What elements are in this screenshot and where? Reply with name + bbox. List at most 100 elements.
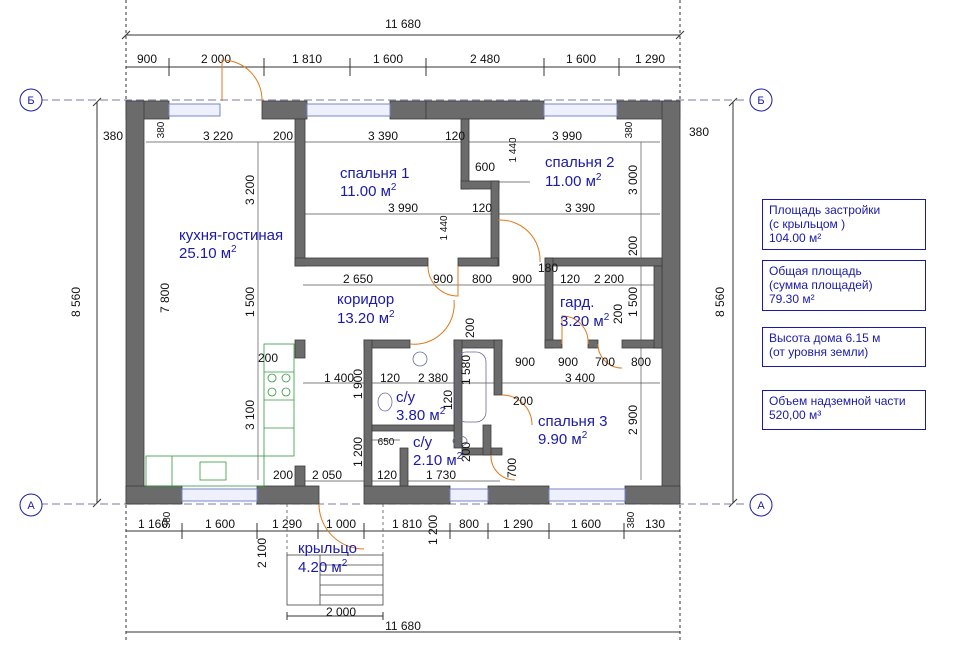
axis-marker-a-right	[749, 493, 773, 517]
dim-label: 3 390	[565, 201, 595, 215]
dim-label: 1 900	[351, 369, 365, 399]
dim-label: 900	[137, 52, 157, 66]
dim-label: 200	[273, 468, 293, 482]
dim-label: 1 400	[324, 371, 354, 385]
axis-label-b: Б	[757, 95, 764, 107]
dim-label: 2 380	[418, 371, 448, 385]
room-labels: кухня-гостиная 25.10 м2 спальня 1 11.00 …	[179, 154, 614, 576]
dim-label: 2 200	[594, 272, 624, 286]
dim-wall-right: 380	[689, 125, 709, 139]
dim-label: 1 500	[626, 287, 640, 317]
dim-label: 1 580	[459, 355, 473, 385]
door-wardrobe	[561, 315, 589, 345]
dim-label: 650	[378, 437, 395, 448]
dim-label: 2 050	[312, 468, 342, 482]
room-name-corridor: коридор	[337, 291, 394, 308]
dim-label: 3 990	[388, 201, 418, 215]
door-main	[318, 503, 365, 550]
dim-label: 2 000	[326, 605, 356, 619]
dim-label: 120	[472, 201, 492, 215]
room-area-bedroom1: 11.00 м2	[340, 182, 397, 200]
dim-label: 3 200	[243, 175, 257, 205]
axis-label-a: А	[757, 500, 765, 512]
window	[306, 103, 391, 117]
door-entry-top	[221, 59, 263, 102]
dim-top-total: 11 680	[385, 17, 421, 31]
bottom-segment-labels: 1 160 380 1 600 1 290 1 000 1 810 1 200 …	[138, 511, 665, 545]
info-total-area: Общая площадь (сумма площадей) 79.30 м²	[762, 260, 926, 311]
door-bedroom1	[427, 265, 459, 297]
dim-label: 1 440	[439, 215, 450, 240]
walls	[125, 100, 681, 505]
dim-label: 380	[624, 121, 635, 138]
sink	[452, 435, 468, 447]
room-area-bedroom2: 11.00 м2	[545, 172, 602, 190]
top-segment-labels: 900 2 000 1 810 1 600 2 480 1 600 1 290	[137, 52, 665, 66]
dim-label: 200	[513, 394, 533, 408]
dim-label: 130	[645, 517, 665, 531]
room-area-corridor: 13.20 м2	[337, 309, 395, 327]
interior-dimension-lines	[146, 141, 660, 482]
info-volume: Объем надземной части 520,00 м³	[762, 390, 926, 430]
room-name-bedroom1: спальня 1	[340, 165, 409, 182]
dim-label: 180	[538, 261, 558, 275]
window	[168, 103, 221, 117]
dim-label: 1 440	[508, 137, 519, 162]
dim-label: 380	[156, 121, 167, 138]
dim-label: 3 220	[203, 129, 233, 143]
dim-label: 700	[505, 458, 519, 478]
dim-label: 1 600	[373, 52, 403, 66]
dim-label: 200	[611, 304, 625, 324]
dim-label: 1 000	[326, 517, 356, 531]
side-dimensions	[92, 97, 738, 508]
porch	[286, 504, 384, 606]
dim-label: 1 600	[566, 52, 596, 66]
info-building-area: Площадь застройки (с крыльцом ) 104.00 м…	[762, 199, 926, 250]
dim-label: 120	[560, 272, 580, 286]
dim-label: 3 100	[243, 400, 257, 430]
axis-markers	[19, 88, 773, 517]
dim-label: 2 650	[343, 272, 373, 286]
dim-label: 900	[558, 355, 578, 369]
top-dimensions	[121, 0, 685, 100]
dim-label: 1 810	[292, 52, 322, 66]
room-name-bedroom2: спальня 2	[545, 154, 614, 171]
dim-label: 900	[512, 272, 532, 286]
axis-marker-a-left	[19, 493, 43, 517]
info-house-height: Высота дома 6.15 м (от уровня земли)	[762, 327, 926, 367]
door-bed3-a	[597, 343, 623, 369]
dim-label: 900	[515, 355, 535, 369]
dim-label: 1 290	[635, 52, 665, 66]
dim-label: 200	[626, 236, 640, 256]
doors	[221, 59, 623, 550]
room-name-porch: крыльцо	[298, 540, 357, 557]
room-name-wardrobe: гард.	[560, 294, 594, 311]
dim-label: 900	[433, 272, 453, 286]
door-bedroom2	[497, 219, 541, 263]
dim-bottom-total: 11 680	[385, 619, 421, 633]
dim-right-total: 8 560	[713, 287, 727, 317]
room-name-wc2: с/у	[413, 434, 433, 451]
dim-label: 1 200	[426, 515, 440, 545]
dim-label: 120	[380, 371, 400, 385]
dim-label: 120	[445, 129, 465, 143]
dim-label: 1 730	[426, 468, 456, 482]
dim-label: 2 900	[626, 405, 640, 435]
axis-label-b: Б	[27, 95, 34, 107]
dim-label: 1 500	[243, 287, 257, 317]
dim-label: 700	[595, 355, 615, 369]
dim-label: 1 160	[138, 517, 168, 531]
dim-label: 3 000	[626, 165, 640, 195]
dim-label: 200	[258, 351, 278, 365]
toilet	[377, 392, 393, 412]
window	[181, 488, 258, 502]
dim-label: 120	[441, 390, 455, 410]
dim-label: 7 800	[158, 283, 172, 313]
dim-label: 1 600	[571, 517, 601, 531]
window	[449, 488, 489, 502]
axis-label-a: А	[27, 500, 35, 512]
door-bed3	[501, 394, 533, 426]
room-area-porch: 4.20 м2	[298, 558, 348, 576]
